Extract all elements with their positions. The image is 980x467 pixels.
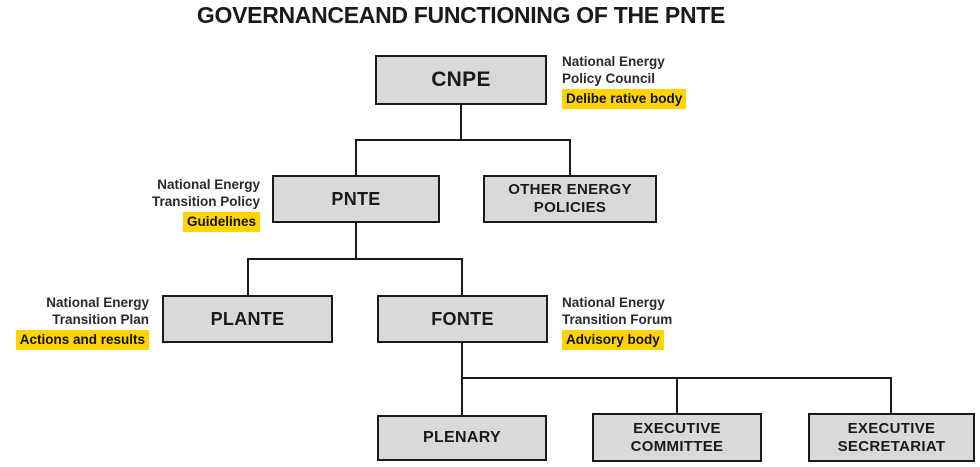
annotation-plante-highlight: Actions and results bbox=[15, 330, 149, 350]
node-executive-committee-label-line2: COMMITTEE bbox=[630, 437, 724, 455]
annotation-cnpe: National Energy Policy Council Delibe ra… bbox=[562, 53, 687, 109]
connector-row2-horizontal bbox=[355, 139, 571, 141]
annotation-plante-line1: National Energy bbox=[46, 295, 149, 310]
node-plenary: PLENARY bbox=[377, 415, 547, 461]
annotation-cnpe-line1: National Energy bbox=[562, 54, 665, 69]
annotation-pnte-highlight: Guidelines bbox=[182, 212, 260, 232]
annotation-plante-line2: Transition Plan bbox=[52, 312, 149, 327]
connector-pnte-up bbox=[355, 139, 357, 177]
annotation-fonte: National Energy Transition Forum Advisor… bbox=[562, 294, 672, 350]
annotation-fonte-highlight: Advisory body bbox=[562, 330, 664, 350]
annotation-pnte: National Energy Transition Policy Guidel… bbox=[152, 176, 260, 232]
node-executive-secretariat-label-line1: EXECUTIVE bbox=[847, 419, 936, 437]
node-cnpe: CNPE bbox=[375, 55, 547, 105]
node-executive-committee-label-line1: EXECUTIVE bbox=[633, 419, 721, 437]
connector-pnte-down bbox=[355, 222, 357, 259]
annotation-plante: National Energy Transition Plan Actions … bbox=[15, 294, 149, 350]
connector-fonte-down bbox=[461, 342, 463, 416]
node-pnte-label: PNTE bbox=[331, 188, 381, 209]
annotation-cnpe-highlight: Delibe rative body bbox=[562, 89, 687, 109]
node-plenary-label: PLENARY bbox=[423, 429, 501, 446]
node-plante: PLANTE bbox=[162, 295, 333, 343]
annotation-fonte-line1: National Energy bbox=[562, 295, 665, 310]
node-executive-committee: EXECUTIVE COMMITTEE bbox=[592, 413, 762, 462]
chart-title: GOVERNANCEAND FUNCTIONING OF THE PNTE bbox=[196, 2, 726, 28]
connector-other-energy-up bbox=[569, 139, 571, 177]
node-executive-secretariat: EXECUTIVE SECRETARIAT bbox=[808, 413, 975, 462]
connector-executive-committee-up bbox=[676, 377, 678, 414]
node-plante-label: PLANTE bbox=[210, 308, 285, 329]
annotation-cnpe-line2: Policy Council bbox=[562, 71, 656, 86]
node-other-energy-policies-label-line1: OTHER ENERGY bbox=[508, 181, 632, 198]
connector-row3-horizontal bbox=[247, 258, 463, 260]
annotation-fonte-line2: Transition Forum bbox=[562, 312, 673, 327]
node-executive-secretariat-label-line2: SECRETARIAT bbox=[837, 437, 946, 455]
connector-fonte-up bbox=[461, 258, 463, 296]
annotation-pnte-line1: National Energy bbox=[157, 177, 260, 192]
node-fonte: FONTE bbox=[377, 295, 548, 343]
connector-executive-secretariat-up bbox=[890, 377, 892, 414]
node-pnte: PNTE bbox=[272, 175, 440, 223]
node-other-energy-policies: OTHER ENERGY POLICIES bbox=[483, 175, 657, 223]
connector-cnpe-down bbox=[460, 104, 462, 141]
node-cnpe-label: CNPE bbox=[431, 68, 491, 91]
annotation-pnte-line2: Transition Policy bbox=[151, 194, 260, 209]
node-fonte-label: FONTE bbox=[431, 308, 494, 329]
node-other-energy-policies-label-line2: POLICIES bbox=[533, 199, 607, 216]
connector-plante-up bbox=[247, 258, 249, 296]
